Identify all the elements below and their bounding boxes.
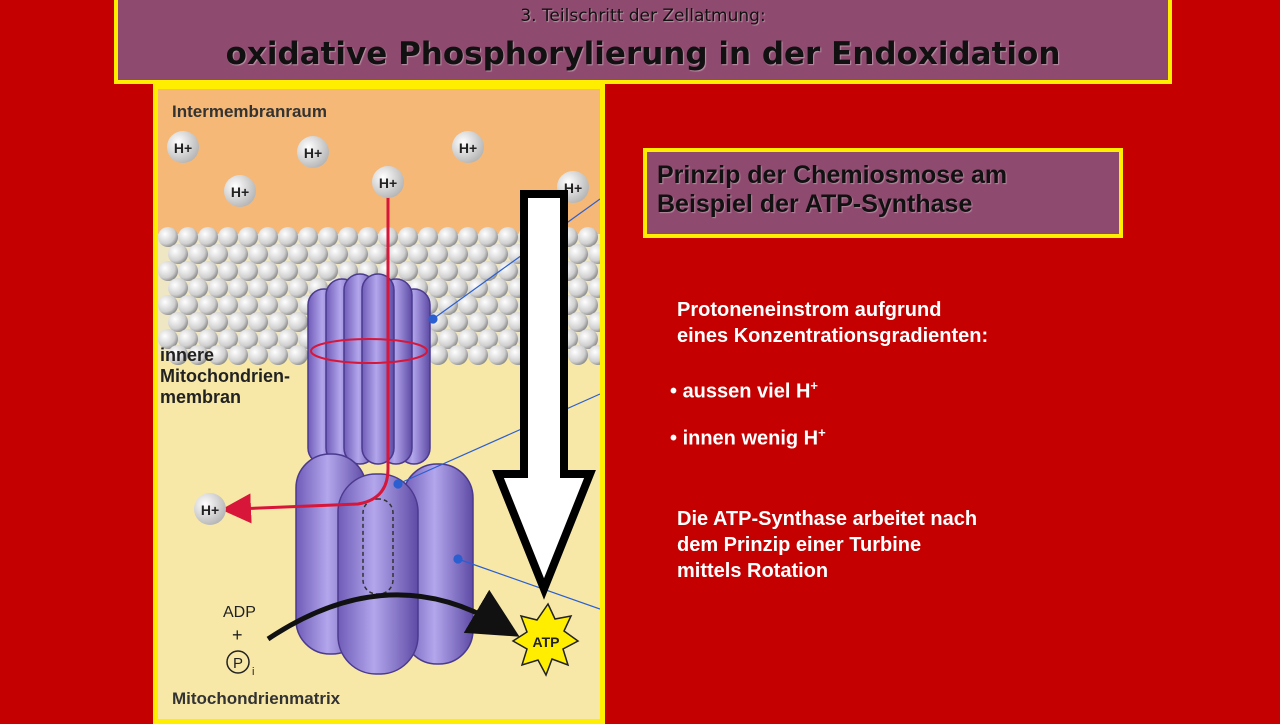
atp-synthase-illustration: H+ H+ H+ H+ H+ H+ H+ Intermembranraum in… [158, 89, 600, 719]
bullet-outside: • aussen viel H+ [670, 378, 818, 403]
principle-box: Prinzip der Chemiosmose am Beispiel der … [643, 148, 1123, 238]
bullet-outside-sup: + [810, 378, 818, 393]
f1-head [295, 453, 474, 675]
svg-text:H+: H+ [304, 145, 322, 161]
intro-text: Protoneneinstrom aufgrund eines Konzentr… [677, 297, 988, 349]
bullet-inside: • innen wenig H+ [670, 425, 826, 450]
synthesis-arrow [266, 589, 520, 642]
bullet-inside-sup: + [818, 425, 826, 440]
phosphate-icon [226, 650, 250, 674]
slide-title: oxidative Phosphorylierung in der Endoxi… [225, 36, 1061, 72]
label-pi-sub: i [252, 666, 254, 678]
pointer-lines [393, 198, 600, 610]
svg-text:H+: H+ [379, 175, 397, 191]
label-intermembrane: Intermembranraum [172, 102, 327, 121]
principle-line-1: Prinzip der Chemiosmose am [657, 161, 1008, 189]
svg-text:H+: H+ [201, 502, 219, 518]
atp-synthase-figure: H+ H+ H+ H+ H+ H+ H+ Intermembranraum in… [153, 84, 605, 724]
label-membrane-3: membran [160, 387, 241, 407]
protons: H+ H+ H+ H+ H+ H+ H+ [167, 131, 589, 525]
bullet-outside-text: aussen viel H [682, 380, 811, 403]
proton-flow-arrow [221, 184, 390, 524]
label-membrane-1: innere [160, 345, 214, 365]
turbine-line-1: Die ATP-Synthase arbeitet nach [677, 508, 978, 530]
label-matrix: Mitochondrienmatrix [172, 689, 341, 708]
svg-text:H+: H+ [564, 180, 582, 196]
intro-line-2: eines Konzentrationsgradienten: [677, 325, 989, 347]
lipid-bilayer [158, 227, 600, 365]
turbine-line-3: mittels Rotation [677, 560, 829, 582]
label-pi: P [233, 655, 243, 672]
intro-line-1: Protoneneinstrom aufgrund [677, 299, 942, 321]
title-box: 3. Teilschritt der Zellatmung: oxidative… [114, 0, 1172, 84]
label-atp: ATP [533, 634, 560, 650]
turbine-text: Die ATP-Synthase arbeitet nach dem Prinz… [677, 506, 977, 584]
down-arrow-icon [492, 190, 596, 600]
label-adp: ADP [223, 604, 256, 621]
svg-text:H+: H+ [459, 140, 477, 156]
svg-text:H+: H+ [231, 184, 249, 200]
label-plus: + [232, 625, 243, 645]
atp-star-icon [511, 602, 580, 677]
slide-subtitle: 3. Teilschritt der Zellatmung: [520, 6, 766, 26]
bullet-inside-text: innen wenig H [682, 427, 819, 450]
principle-line-2: Beispiel der ATP-Synthase [657, 190, 973, 218]
svg-text:H+: H+ [174, 140, 192, 156]
turbine-line-2: dem Prinzip einer Turbine [677, 534, 922, 556]
f0-rotor [307, 273, 431, 465]
label-membrane-2: Mitochondrien- [160, 366, 290, 386]
